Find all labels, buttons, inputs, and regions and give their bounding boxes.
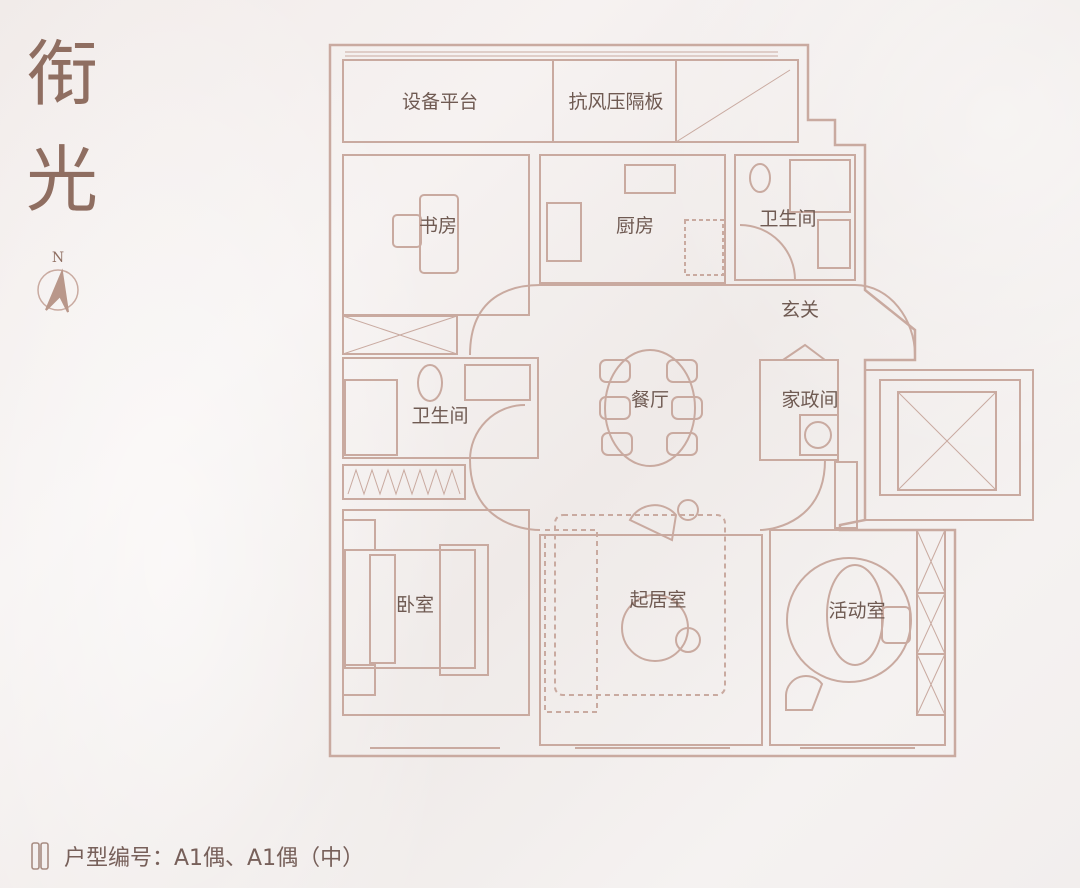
- room-label-bathroom-2: 卫生间: [411, 405, 468, 427]
- room-label-kitchen: 厨房: [616, 215, 654, 237]
- room-label-wind-panel: 抗风压隔板: [568, 91, 663, 113]
- room-label-equipment-platform: 设备平台: [402, 91, 478, 113]
- room-label-activity: 活动室: [828, 600, 885, 622]
- room-label-study: 书房: [419, 215, 457, 237]
- unit-type-caption: 户型编号：A1偶、A1偶（中）: [30, 836, 364, 876]
- compass-n-label: N: [52, 250, 64, 266]
- room-label-foyer: 玄关: [781, 299, 819, 321]
- unit-type-label: 户型编号：A1偶、A1偶（中）: [64, 846, 365, 871]
- room-label-bathroom-1: 卫生间: [759, 208, 816, 230]
- room-label-utility: 家政间: [781, 389, 838, 411]
- building-icon: [31, 842, 49, 870]
- room-label-living: 起居室: [629, 589, 686, 611]
- compass-icon: [37, 268, 79, 313]
- project-title-char-1: 衔: [25, 32, 98, 116]
- room-label-bedroom: 卧室: [396, 594, 434, 616]
- project-title-char-2: 光: [25, 138, 98, 222]
- room-label-dining: 餐厅: [631, 389, 669, 411]
